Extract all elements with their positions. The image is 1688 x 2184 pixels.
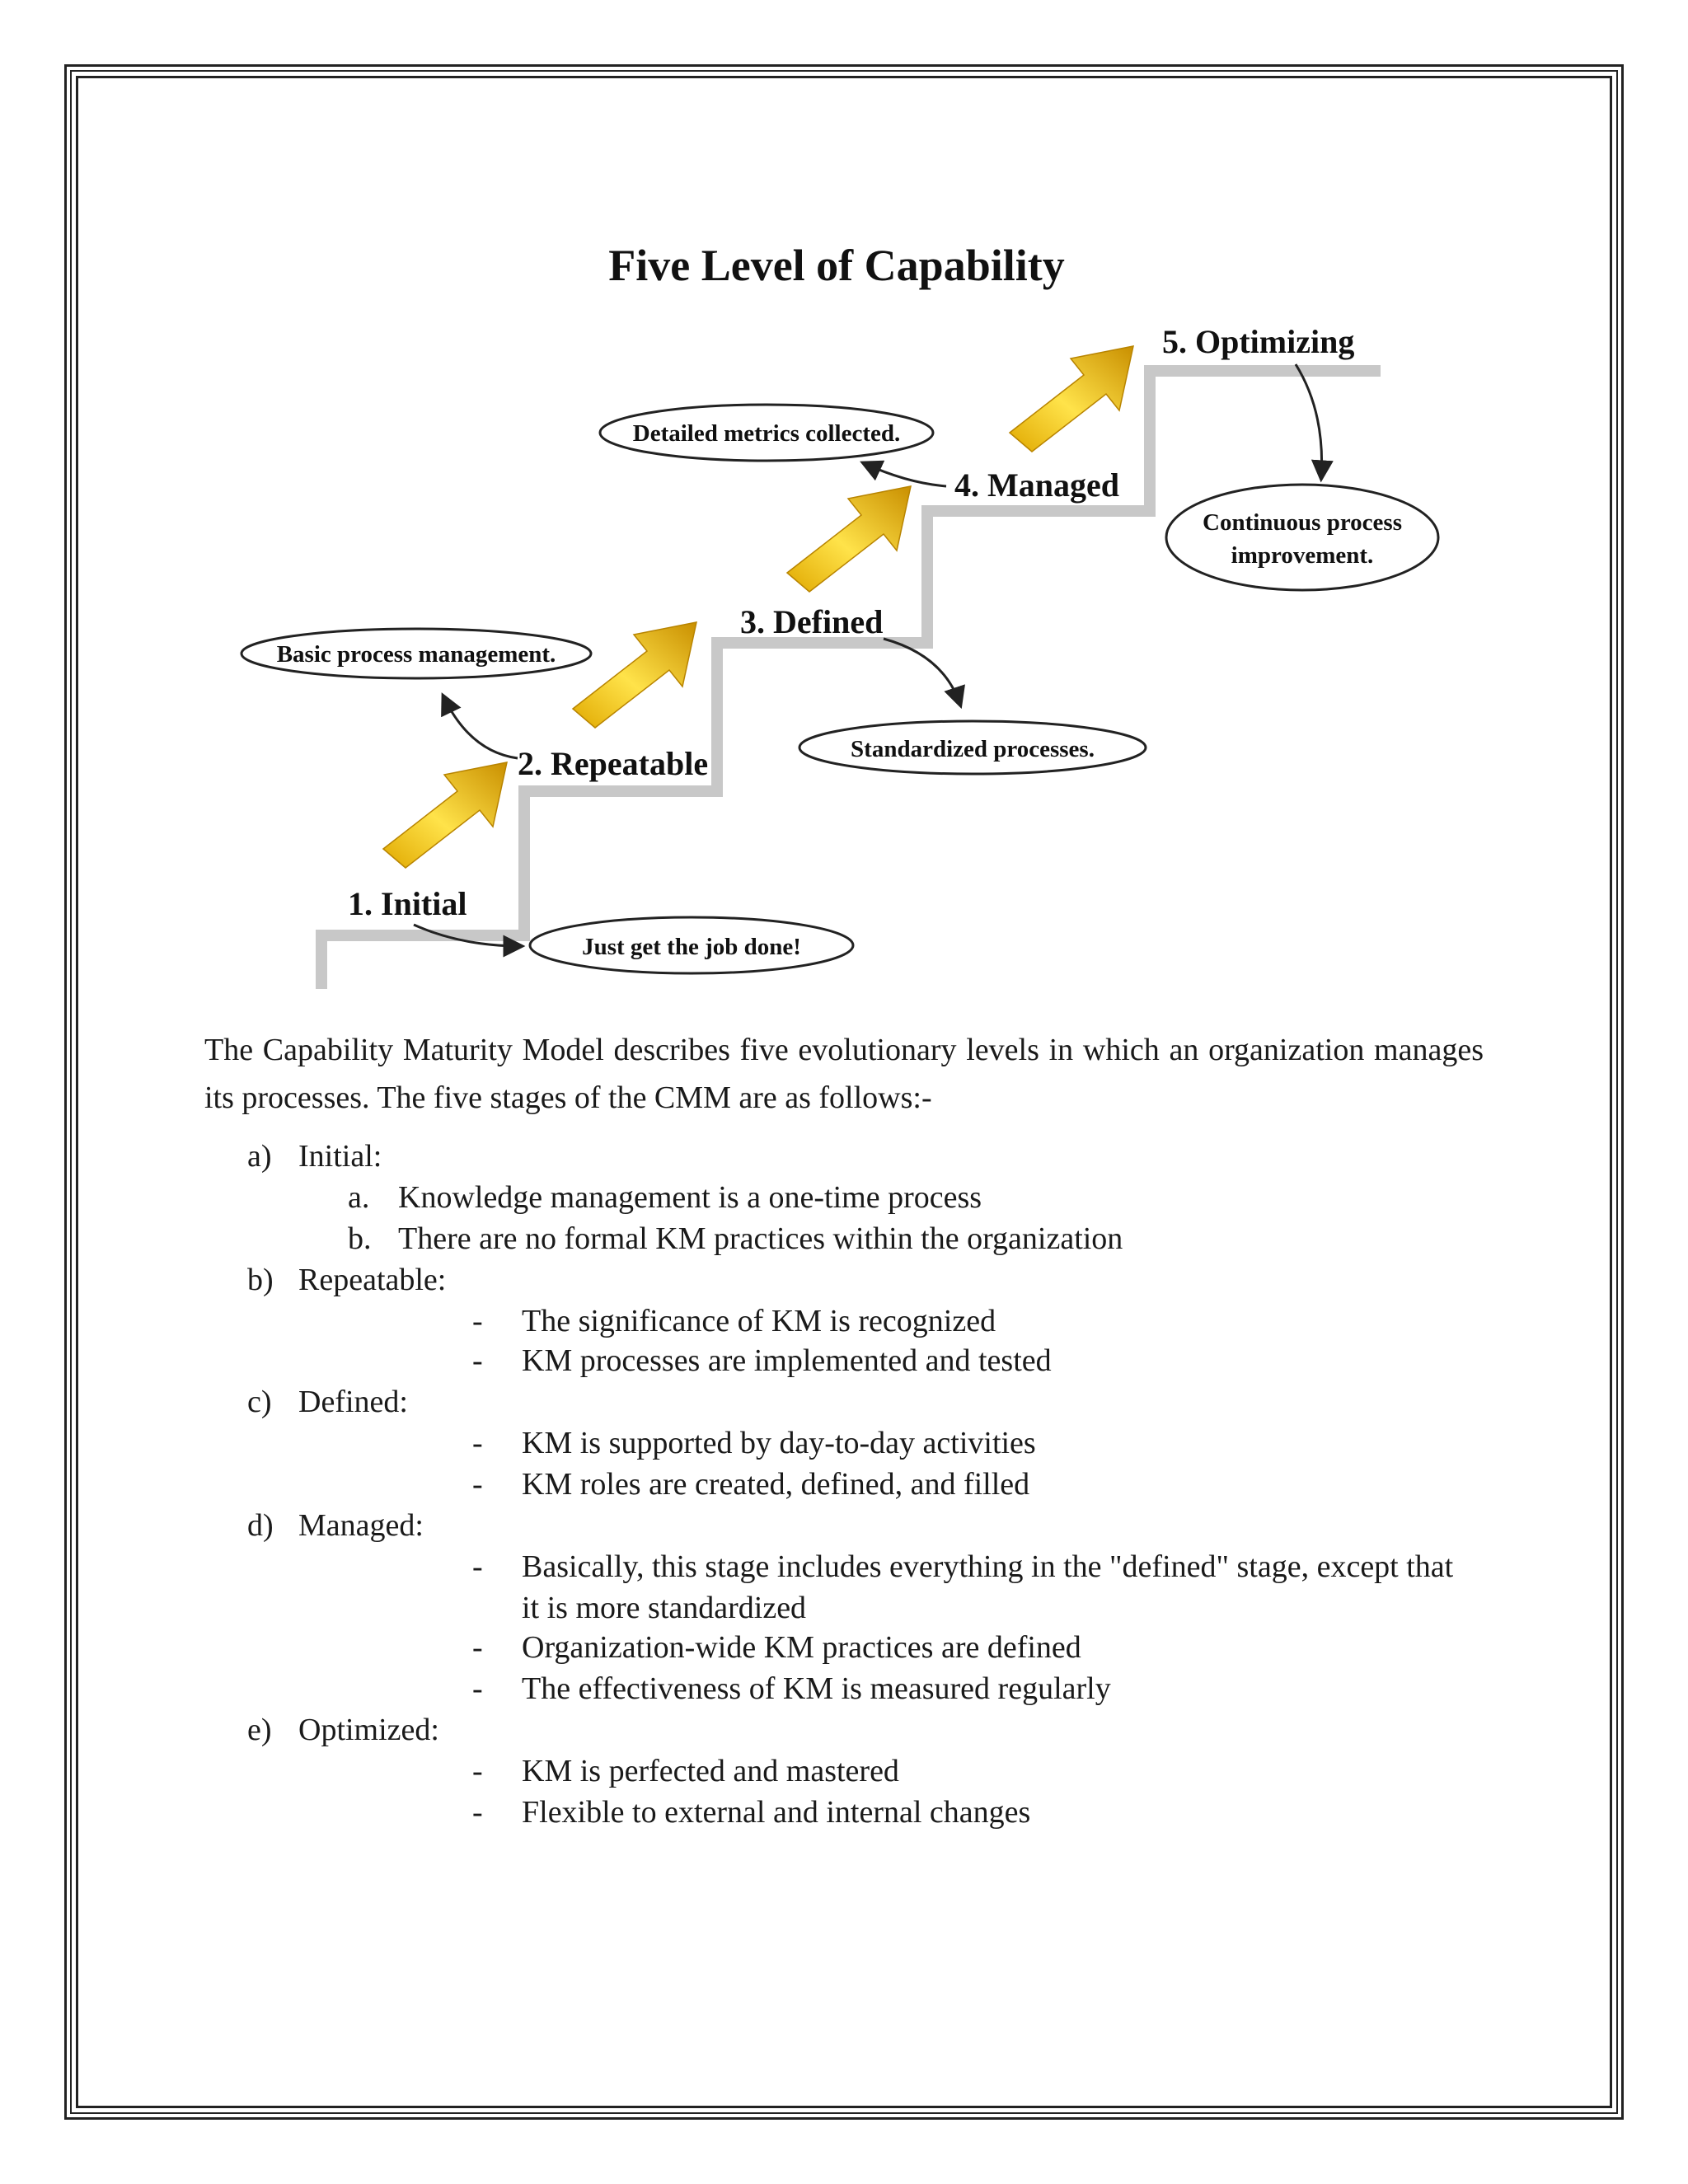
connector-arrow (413, 923, 526, 958)
connector-arrow (860, 460, 947, 488)
item-text: KM roles are created, defined, and fille… (522, 1467, 1030, 1502)
item-marker: - (472, 1426, 483, 1460)
item-marker: b. (348, 1221, 372, 1256)
capability-levels-diagram: Five Level of Capability 1. Initial 2. R… (240, 241, 1440, 989)
svg-text:improvement.: improvement. (1231, 542, 1374, 569)
stage-marker: b) (247, 1263, 274, 1297)
page-border-middle (70, 70, 1618, 2114)
item-marker: - (472, 1343, 483, 1378)
item-text: Organization-wide KM practices are defin… (522, 1630, 1081, 1665)
item-marker: - (472, 1754, 483, 1788)
level-3-label: 3. Defined (740, 603, 883, 640)
svg-text:Detailed metrics collected.: Detailed metrics collected. (633, 420, 901, 447)
item-text: Basically, this stage includes everythin… (522, 1549, 1454, 1584)
note-continuous-process-improvement: Continuous process improvement. (1165, 483, 1440, 592)
staircase (316, 365, 1381, 989)
connector-arrow (883, 637, 965, 710)
svg-text:Just get the job done!: Just get the job done! (582, 934, 801, 960)
stage-marker: a) (247, 1139, 272, 1174)
level-5-label: 5. Optimizing (1162, 323, 1354, 360)
gold-arrow-icon (1008, 345, 1134, 452)
item-text: The effectiveness of KM is measured regu… (522, 1671, 1111, 1706)
item-marker: a. (348, 1180, 370, 1215)
level-2-label: 2. Repeatable (518, 745, 708, 782)
gold-arrow-icon (571, 621, 697, 729)
page-border-inner (76, 76, 1612, 2108)
stage-marker: c) (247, 1385, 272, 1419)
note-basic-process-management: Basic process management. (240, 627, 593, 680)
item-marker: - (472, 1304, 483, 1338)
connector-arrow (1294, 363, 1334, 483)
note-standardized-processes: Standardized processes. (798, 719, 1147, 776)
item-text: Flexible to external and internal change… (522, 1795, 1031, 1830)
page-border-outer (64, 64, 1624, 2120)
item-marker: - (472, 1630, 483, 1665)
item-text-continued: it is more standardized (522, 1591, 807, 1625)
intro-paragraph: The Capability Maturity Model describes … (204, 1033, 1484, 1115)
item-text: KM is perfected and mastered (522, 1754, 899, 1788)
item-marker: - (472, 1549, 483, 1584)
item-text: The significance of KM is recognized (522, 1304, 996, 1338)
item-marker: - (472, 1671, 483, 1706)
diagram-title: Five Level of Capability (608, 241, 1064, 290)
note-just-get-job-done: Just get the job done! (528, 916, 855, 975)
item-text: KM processes are implemented and tested (522, 1343, 1052, 1378)
gold-arrow-icon (382, 762, 508, 869)
item-marker: - (472, 1467, 483, 1502)
svg-text:Basic process management.: Basic process management. (277, 641, 556, 668)
stage-marker: e) (247, 1713, 272, 1747)
level-1-label: 1. Initial (348, 885, 467, 922)
stage-name: Optimized: (298, 1713, 439, 1747)
item-text: Knowledge management is a one-time proce… (398, 1180, 982, 1215)
item-text: There are no formal KM practices within … (398, 1221, 1123, 1256)
svg-text:Continuous process: Continuous process (1203, 509, 1402, 536)
level-4-label: 4. Managed (954, 466, 1119, 504)
connector-arrow (441, 692, 518, 760)
item-text: KM is supported by day-to-day activities (522, 1426, 1036, 1460)
stage-name: Repeatable: (298, 1263, 447, 1297)
stage-name: Defined: (298, 1385, 408, 1419)
note-detailed-metrics-collected: Detailed metrics collected. (598, 403, 935, 462)
stage-name: Managed: (298, 1508, 424, 1543)
stage-marker: d) (247, 1508, 274, 1543)
item-marker: - (472, 1795, 483, 1830)
gold-arrow-icon (785, 485, 912, 593)
svg-text:Standardized processes.: Standardized processes. (851, 736, 1095, 762)
stage-name: Initial: (298, 1139, 382, 1174)
